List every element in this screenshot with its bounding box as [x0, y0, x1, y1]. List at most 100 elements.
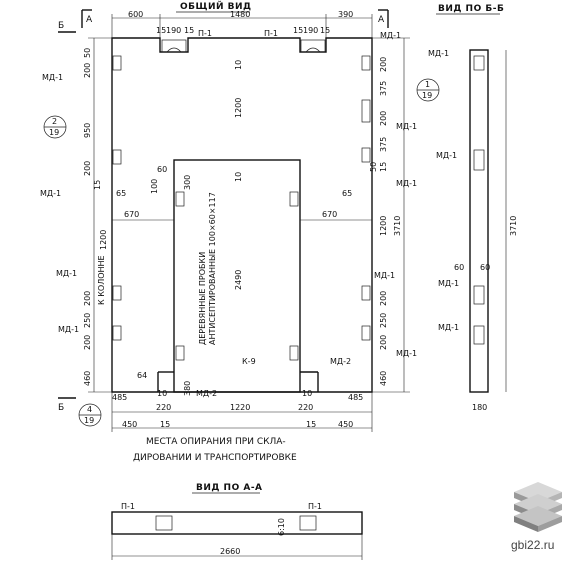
svg-text:10: 10 — [234, 172, 243, 182]
svg-text:1200: 1200 — [99, 230, 108, 250]
stacked-slabs-icon — [514, 482, 562, 532]
svg-text:1480: 1480 — [230, 10, 250, 19]
svg-text:200: 200 — [379, 57, 388, 72]
label-p1-right: П-1 — [264, 29, 278, 38]
callout-1-19: 1 19 — [416, 78, 440, 102]
svg-text:19: 19 — [84, 416, 94, 425]
md-labels: МД-1 МД-1 МД-1 МД-1 МД-1 МД-1 МД-1 МД-1 … — [40, 31, 417, 398]
svg-text:1220: 1220 — [230, 403, 250, 412]
svg-text:200: 200 — [83, 161, 92, 176]
svg-text:МД-2: МД-2 — [330, 357, 351, 366]
svg-text:10: 10 — [302, 389, 312, 398]
lifting-loop-left — [161, 39, 187, 53]
svg-text:МД-1: МД-1 — [396, 179, 417, 188]
svg-text:485: 485 — [348, 393, 363, 402]
section-mark-b-top: Б — [58, 21, 76, 33]
section-mark-b-bottom: Б — [58, 397, 76, 413]
inner-dimensions: 10 1200 10 2490 60 300 100 65 65 670 670… — [112, 60, 372, 396]
svg-text:250: 250 — [83, 313, 92, 328]
svg-text:200: 200 — [379, 291, 388, 306]
svg-text:МД-1: МД-1 — [396, 349, 417, 358]
svg-text:300: 300 — [183, 175, 192, 190]
svg-text:390: 390 — [338, 10, 353, 19]
svg-text:МД-1: МД-1 — [40, 189, 61, 198]
svg-text:450: 450 — [122, 420, 137, 429]
plan-view-a: 2660 6:10 П-1 П-1 — [111, 502, 363, 560]
svg-text:220: 220 — [156, 403, 171, 412]
svg-text:МД-1: МД-1 — [374, 271, 395, 280]
svg-text:200: 200 — [379, 111, 388, 126]
section-mark-a-left: А — [81, 9, 93, 28]
svg-text:60: 60 — [480, 263, 490, 272]
svg-text:15: 15 — [306, 420, 316, 429]
svg-text:64: 64 — [137, 371, 147, 380]
svg-text:15: 15 — [156, 26, 166, 35]
svg-text:220: 220 — [298, 403, 313, 412]
right-dimensions: 200 375 200 375 50 15 1200 3710 200 250 … — [369, 37, 410, 393]
title-general-view: ОБЩИЙ ВИД — [180, 0, 252, 12]
svg-text:МД-1: МД-1 — [428, 49, 449, 58]
svg-text:К-9: К-9 — [242, 357, 256, 366]
svg-text:460: 460 — [83, 371, 92, 386]
svg-text:Б: Б — [58, 403, 64, 413]
top-dimensions: 600 1480 390 15 190 15 15 190 15 — [111, 10, 373, 38]
note-wood-line1: ДЕРЕВЯННЫЕ ПРОБКИ — [198, 252, 207, 345]
note-support-line2: ДИРОВАНИИ И ТРАНСПОРТИРОВКЕ — [133, 453, 297, 463]
svg-text:МД-1: МД-1 — [58, 325, 79, 334]
svg-text:670: 670 — [124, 210, 139, 219]
label-p1-left: П-1 — [198, 29, 212, 38]
callout-2-19: 2 19 — [43, 115, 67, 139]
svg-text:15: 15 — [160, 420, 170, 429]
svg-text:60: 60 — [157, 165, 167, 174]
svg-text:190: 190 — [303, 26, 318, 35]
svg-text:2660: 2660 — [220, 547, 240, 556]
svg-text:50: 50 — [83, 48, 92, 58]
svg-text:10: 10 — [157, 389, 167, 398]
svg-text:200: 200 — [83, 291, 92, 306]
svg-text:60: 60 — [454, 263, 464, 272]
svg-text:19: 19 — [422, 91, 432, 100]
svg-text:МД-1: МД-1 — [438, 323, 459, 332]
section-mark-a-right: А — [378, 9, 389, 28]
svg-text:1: 1 — [425, 80, 430, 89]
svg-text:190: 190 — [166, 26, 181, 35]
svg-text:6:10: 6:10 — [277, 518, 286, 536]
svg-text:65: 65 — [116, 189, 126, 198]
svg-text:180: 180 — [472, 403, 487, 412]
svg-text:2490: 2490 — [234, 270, 243, 290]
svg-text:50: 50 — [369, 162, 378, 172]
svg-text:П-1: П-1 — [121, 502, 135, 511]
svg-text:Б: Б — [58, 21, 64, 31]
svg-text:200: 200 — [83, 335, 92, 350]
watermark-site: gbi22.ru — [511, 538, 555, 552]
svg-text:485: 485 — [112, 393, 127, 402]
svg-text:МД-1: МД-1 — [380, 31, 401, 40]
svg-text:19: 19 — [49, 128, 59, 137]
title-view-b: ВИД ПО Б-Б — [438, 4, 504, 14]
svg-text:450: 450 — [338, 420, 353, 429]
svg-text:15: 15 — [320, 26, 330, 35]
svg-text:375: 375 — [379, 81, 388, 96]
svg-text:МД-1: МД-1 — [438, 279, 459, 288]
svg-text:П-1: П-1 — [308, 502, 322, 511]
svg-text:15: 15 — [184, 26, 194, 35]
svg-text:4: 4 — [87, 405, 92, 414]
svg-text:МД-1: МД-1 — [396, 122, 417, 131]
side-view-b: 3710 60 60 180 МД-1 МД-1 МД-1 МД-1 — [428, 49, 518, 412]
svg-text:МД-2: МД-2 — [196, 389, 217, 398]
svg-text:1200: 1200 — [379, 216, 388, 236]
note-column: К КОЛОННЕ — [97, 255, 106, 305]
lifting-loop-right — [300, 39, 326, 53]
svg-text:МД-1: МД-1 — [42, 73, 63, 82]
svg-text:10: 10 — [234, 60, 243, 70]
note-support-line1: МЕСТА ОПИРАНИЯ ПРИ СКЛА- — [146, 437, 286, 447]
svg-text:МД-1: МД-1 — [436, 151, 457, 160]
bottom-dimensions: 485 485 10 10 220 1220 220 450 15 15 450 — [111, 389, 373, 432]
svg-text:3710: 3710 — [393, 216, 402, 236]
title-view-a: ВИД ПО А-А — [196, 483, 263, 493]
svg-text:250: 250 — [379, 313, 388, 328]
svg-text:100: 100 — [150, 179, 159, 194]
svg-text:2: 2 — [52, 117, 57, 126]
embedded-parts — [112, 55, 371, 361]
